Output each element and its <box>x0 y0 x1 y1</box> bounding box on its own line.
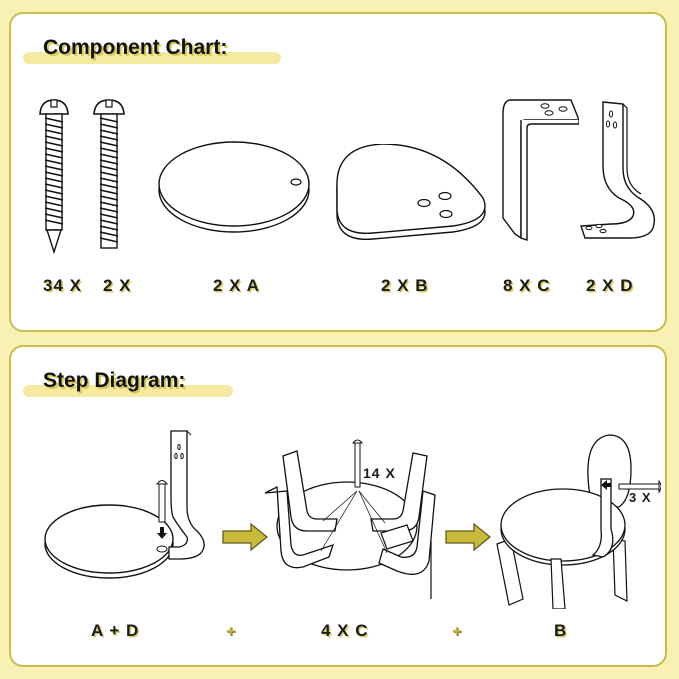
machine-screw-icon <box>93 99 125 249</box>
step1-label: A + D <box>91 621 140 640</box>
step-diagram-panel: Step Diagram: 14 X <box>9 345 667 667</box>
step1-seat-with-support-icon <box>44 430 205 579</box>
qty-part-b: 2 X B <box>381 276 429 295</box>
component-chart-heading: Component Chart: <box>23 36 281 64</box>
left-arrow-icon <box>601 480 611 490</box>
step2-screw-count: 14 X <box>363 465 396 481</box>
title-highlight <box>23 385 233 397</box>
backrest-board-icon <box>336 144 486 240</box>
next-step-arrow-icon <box>222 522 268 552</box>
curved-back-support-icon <box>580 101 656 239</box>
step-diagram-title: Step Diagram: <box>43 369 186 392</box>
down-arrow-icon <box>157 527 167 539</box>
qty-part-d: 2 X D <box>586 276 634 295</box>
qty-long-screw: 34 X <box>43 276 82 295</box>
step3-screw-count: 3 X <box>629 490 652 505</box>
step-diagram-heading: Step Diagram: <box>23 369 233 397</box>
l-bracket-leg-icon <box>502 99 579 241</box>
next-step-arrow-icon <box>445 522 491 552</box>
step2-label: 4 X C <box>321 621 369 640</box>
qty-part-a: 2 X A <box>213 276 260 295</box>
plus-icon: + <box>452 623 462 640</box>
component-chart-title: Component Chart: <box>43 36 228 59</box>
qty-part-c: 8 X C <box>503 276 551 295</box>
wood-screw-icon <box>39 99 69 255</box>
plus-icon: + <box>226 623 236 640</box>
step3-chair-with-backrest-icon <box>496 434 661 609</box>
step3-label: B <box>554 621 568 640</box>
round-seat-icon <box>158 141 310 233</box>
title-highlight <box>23 52 281 64</box>
step2-legs-assembly-icon <box>264 439 436 599</box>
component-chart-panel: Component Chart: <box>9 12 667 332</box>
qty-short-screw: 2 X <box>103 276 132 295</box>
